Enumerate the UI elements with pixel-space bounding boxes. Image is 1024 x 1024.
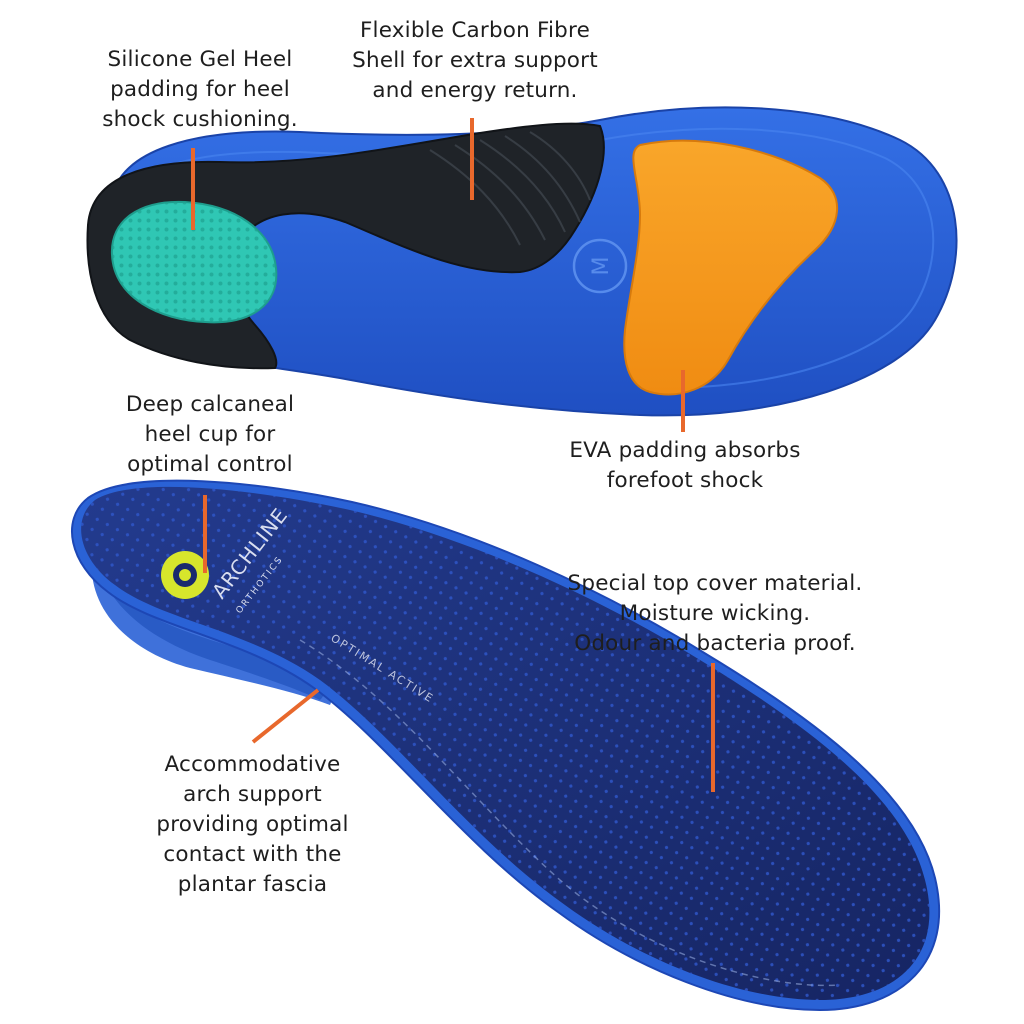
insole-bottom-view: M bbox=[86, 106, 958, 417]
callout-line: shock cushioning. bbox=[102, 107, 298, 132]
callout-line: Silicone Gel Heel bbox=[107, 47, 293, 72]
callout-line: optimal control bbox=[127, 452, 293, 477]
circle-m-icon bbox=[572, 238, 628, 294]
callout-line: padding for heel bbox=[110, 77, 290, 102]
callout-line: arch support bbox=[183, 782, 322, 807]
callout-carbon: Flexible Carbon Fibre Shell for extra su… bbox=[320, 16, 630, 106]
callout-line: Accommodative bbox=[164, 752, 341, 777]
callout-line: Moisture wicking. bbox=[619, 601, 811, 626]
leader-line-arch bbox=[251, 688, 320, 744]
callout-line: contact with the bbox=[163, 842, 342, 867]
insole-top-view: ARCHLINE ORTHOTICS OPTIMAL ACTIVE bbox=[71, 479, 941, 1012]
callout-line: forefoot shock bbox=[606, 468, 764, 493]
callout-line: EVA padding absorbs bbox=[569, 438, 801, 463]
callout-line: Special top cover material. bbox=[567, 571, 863, 596]
size-mark-label: M bbox=[589, 257, 614, 276]
callout-line: Deep calcaneal bbox=[125, 392, 295, 417]
callout-arch: Accommodative arch support providing opt… bbox=[125, 750, 380, 900]
leader-lines bbox=[191, 118, 715, 792]
callout-eva: EVA padding absorbs forefoot shock bbox=[535, 436, 835, 496]
callout-heel-cup: Deep calcaneal heel cup for optimal cont… bbox=[85, 390, 335, 480]
eva-forefoot-pad bbox=[623, 139, 838, 396]
callout-line: Flexible Carbon Fibre bbox=[359, 18, 591, 43]
callout-top-cover: Special top cover material. Moisture wic… bbox=[530, 569, 900, 659]
archline-badge-icon bbox=[161, 551, 209, 599]
callout-line: Shell for extra support bbox=[352, 48, 598, 73]
callout-line: providing optimal bbox=[156, 812, 349, 837]
callout-line: and energy return. bbox=[372, 78, 578, 103]
callout-line: Odour and bacteria proof. bbox=[574, 631, 856, 656]
callout-line: heel cup for bbox=[144, 422, 276, 447]
callout-line: plantar fascia bbox=[177, 872, 328, 897]
callout-heel-gel: Silicone Gel Heel padding for heel shock… bbox=[70, 45, 330, 135]
